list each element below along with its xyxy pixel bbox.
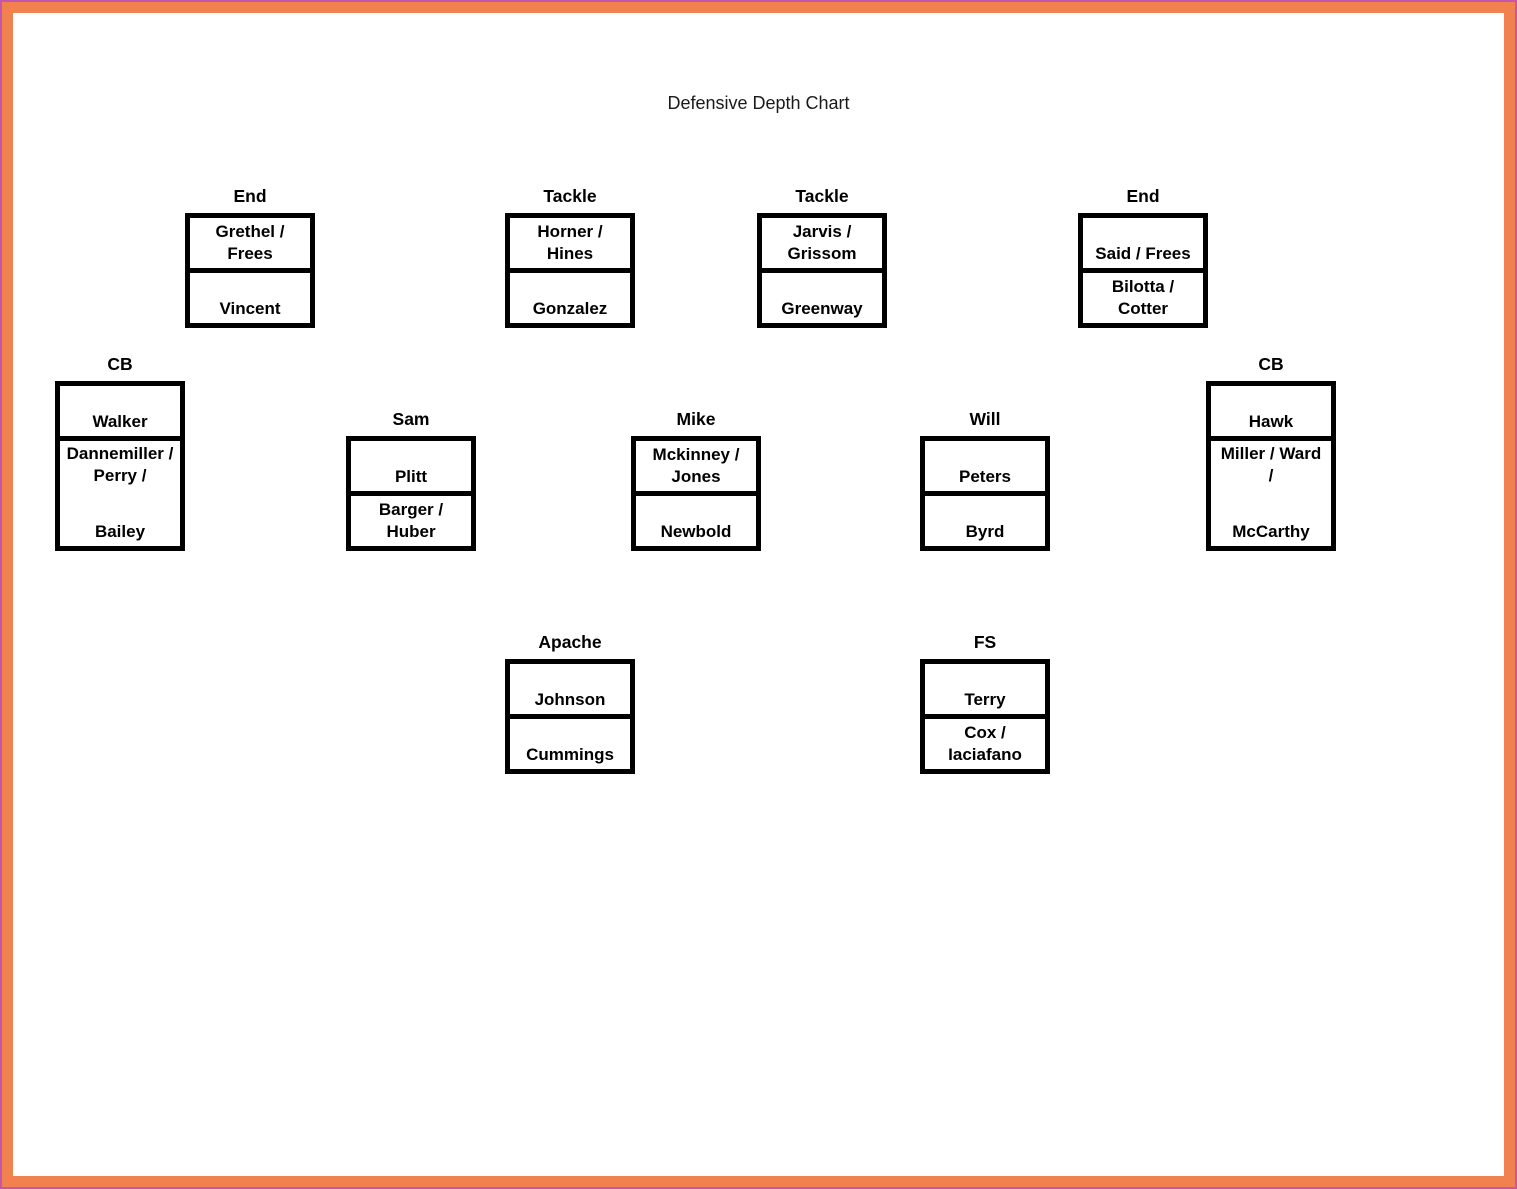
- position-box-tackle-left: Tackle Horner / Hines Gonzalez: [505, 186, 635, 328]
- position-box-cb-left: CB Walker Dannemiller / Perry / Bailey: [55, 354, 185, 551]
- backup-cell-bottom-text: Barger / Huber: [378, 500, 444, 541]
- starter-cell: Horner / Hines: [510, 218, 630, 273]
- depth-box: Said / Frees Bilotta / Cotter: [1078, 213, 1208, 328]
- position-label: End: [1126, 186, 1160, 206]
- starter-cell-bottom-text: Horner / Hines: [537, 222, 603, 263]
- starter-cell-bottom-text: Terry: [964, 690, 1006, 709]
- backup-cell-bottom-text: Byrd: [965, 522, 1005, 541]
- position-label: FS: [973, 632, 997, 652]
- backup-cell: Vincent: [190, 273, 310, 323]
- depth-box: Grethel / Frees Vincent: [185, 213, 315, 328]
- backup-cell-bottom-text: Vincent: [219, 299, 281, 318]
- backup-cell-bottom-text: Gonzalez: [532, 299, 608, 318]
- backup-cell-top-text: Dannemiller / Perry /: [66, 444, 174, 485]
- backup-cell-bottom-text: Cox / Iaciafano: [948, 723, 1022, 764]
- position-label: Apache: [538, 632, 602, 652]
- backup-cell: Miller / Ward / McCarthy: [1211, 441, 1331, 546]
- depth-box: Jarvis / Grissom Greenway: [757, 213, 887, 328]
- depth-box: Plitt Barger / Huber: [346, 436, 476, 551]
- position-box-end-right: End Said / Frees Bilotta / Cotter: [1078, 186, 1208, 328]
- chart-title: Defensive Depth Chart: [667, 93, 850, 113]
- backup-cell-top-text: Miller / Ward /: [1220, 444, 1322, 485]
- position-label: Will: [969, 409, 1001, 429]
- depth-box: Hawk Miller / Ward / McCarthy: [1206, 381, 1336, 551]
- starter-cell: Said / Frees: [1083, 218, 1203, 273]
- position-label: CB: [107, 354, 133, 374]
- backup-cell: Cummings: [510, 719, 630, 769]
- position-box-apache: Apache Johnson Cummings: [505, 632, 635, 774]
- backup-cell: Cox / Iaciafano: [925, 719, 1045, 769]
- depth-box: Horner / Hines Gonzalez: [505, 213, 635, 328]
- depth-box: Mckinney / Jones Newbold: [631, 436, 761, 551]
- starter-cell-bottom-text: Peters: [959, 467, 1011, 486]
- backup-cell: Bilotta / Cotter: [1083, 273, 1203, 323]
- starter-cell: Plitt: [351, 441, 471, 496]
- starter-cell-bottom-text: Hawk: [1248, 412, 1294, 431]
- depth-box: Peters Byrd: [920, 436, 1050, 551]
- starter-cell: Peters: [925, 441, 1045, 496]
- position-box-will: Will Peters Byrd: [920, 409, 1050, 551]
- position-label: Mike: [676, 409, 716, 429]
- backup-cell-bottom-text: Bailey: [94, 522, 146, 541]
- starter-cell-bottom-text: Grethel / Frees: [215, 222, 285, 263]
- backup-cell: Gonzalez: [510, 273, 630, 323]
- position-box-mike: Mike Mckinney / Jones Newbold: [631, 409, 761, 551]
- starter-cell: Mckinney / Jones: [636, 441, 756, 496]
- backup-cell: Barger / Huber: [351, 496, 471, 546]
- position-box-tackle-right: Tackle Jarvis / Grissom Greenway: [757, 186, 887, 328]
- backup-cell-bottom-text: Bilotta / Cotter: [1111, 277, 1175, 318]
- starter-cell: Grethel / Frees: [190, 218, 310, 273]
- starter-cell-bottom-text: Mckinney / Jones: [652, 445, 740, 486]
- position-label: Tackle: [543, 186, 597, 206]
- starter-cell-bottom-text: Plitt: [394, 467, 428, 486]
- backup-cell-bottom-text: McCarthy: [1232, 522, 1310, 541]
- starter-cell-bottom-text: Jarvis / Grissom: [787, 222, 857, 263]
- position-box-fs: FS Terry Cox / Iaciafano: [920, 632, 1050, 774]
- position-box-end-left: End Grethel / Frees Vincent: [185, 186, 315, 328]
- starter-cell: Walker: [60, 386, 180, 441]
- starter-cell-bottom-text: Johnson: [534, 690, 606, 709]
- backup-cell: Newbold: [636, 496, 756, 546]
- starter-cell-bottom-text: Walker: [92, 412, 148, 431]
- starter-cell: Johnson: [510, 664, 630, 719]
- depth-box: Johnson Cummings: [505, 659, 635, 774]
- backup-cell-bottom-text: Greenway: [781, 299, 863, 318]
- backup-cell-bottom-text: Cummings: [526, 745, 614, 764]
- starter-cell: Hawk: [1211, 386, 1331, 441]
- backup-cell: Greenway: [762, 273, 882, 323]
- position-box-sam: Sam Plitt Barger / Huber: [346, 409, 476, 551]
- starter-cell: Terry: [925, 664, 1045, 719]
- depth-box: Walker Dannemiller / Perry / Bailey: [55, 381, 185, 551]
- position-label: Sam: [392, 409, 430, 429]
- starter-cell-bottom-text: Said / Frees: [1095, 244, 1191, 263]
- backup-cell-bottom-text: Newbold: [660, 522, 732, 541]
- position-label: Tackle: [795, 186, 849, 206]
- starter-cell: Jarvis / Grissom: [762, 218, 882, 273]
- position-box-cb-right: CB Hawk Miller / Ward / McCarthy: [1206, 354, 1336, 551]
- position-label: CB: [1258, 354, 1284, 374]
- backup-cell: Dannemiller / Perry / Bailey: [60, 441, 180, 546]
- depth-box: Terry Cox / Iaciafano: [920, 659, 1050, 774]
- backup-cell: Byrd: [925, 496, 1045, 546]
- position-label: End: [233, 186, 267, 206]
